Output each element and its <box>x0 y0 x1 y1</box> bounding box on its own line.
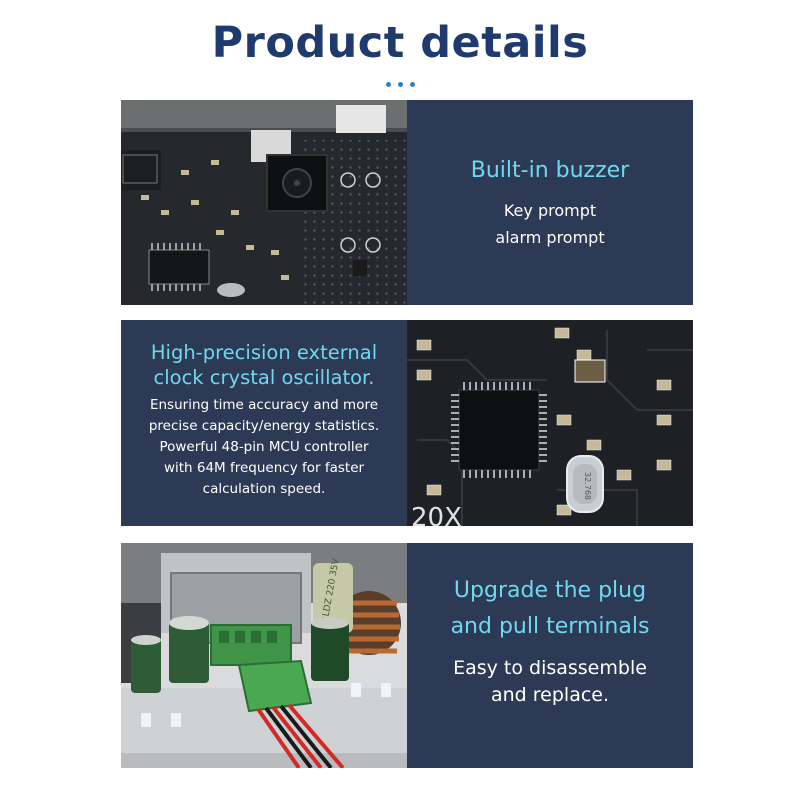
oscillator-text-block: High-precision external clock crystal os… <box>121 320 407 526</box>
section-heading: Upgrade the plug <box>453 578 647 603</box>
section-description: and replace. <box>490 684 610 706</box>
section-description: with 64M frequency for faster <box>163 460 365 476</box>
section-description: Easy to disassemble <box>453 657 647 679</box>
section-built-in-buzzer: Built-in buzzer Key prompt alarm prompt <box>121 100 693 305</box>
title-decoration-dots <box>386 82 416 88</box>
plug-terminal-photo: RLDZ 220 35V <box>121 543 407 768</box>
decoration-dot <box>386 82 391 87</box>
section-crystal-oscillator: High-precision external clock crystal os… <box>121 320 693 526</box>
terminals-text-block: Upgrade the plug and pull terminals Easy… <box>407 543 693 768</box>
board-marking: 20X <box>411 503 462 526</box>
decoration-dot <box>398 82 403 87</box>
section-description: alarm prompt <box>495 228 605 247</box>
decoration-dot <box>410 82 415 87</box>
page-title: Product details <box>211 18 589 68</box>
pcb-buzzer-photo <box>121 100 407 305</box>
section-heading: High-precision external <box>150 341 378 364</box>
section-description: Key prompt <box>503 201 597 220</box>
section-heading: clock crystal oscillator. <box>153 366 375 389</box>
section-heading: and pull terminals <box>450 614 650 639</box>
section-description: Ensuring time accuracy and more <box>149 397 379 413</box>
section-description: precise capacity/energy statistics. <box>148 418 380 434</box>
section-plug-terminals: RLDZ 220 35V Upgrade the plug and pull t… <box>121 543 693 768</box>
section-heading: Built-in buzzer <box>470 158 630 183</box>
section-description: Powerful 48-pin MCU controller <box>159 439 369 455</box>
crystal-marking: 32.768 <box>583 472 592 500</box>
buzzer-text-block: Built-in buzzer Key prompt alarm prompt <box>407 100 693 305</box>
section-description: calculation speed. <box>202 481 326 497</box>
mcu-crystal-photo: 32.768 20X <box>407 320 693 526</box>
